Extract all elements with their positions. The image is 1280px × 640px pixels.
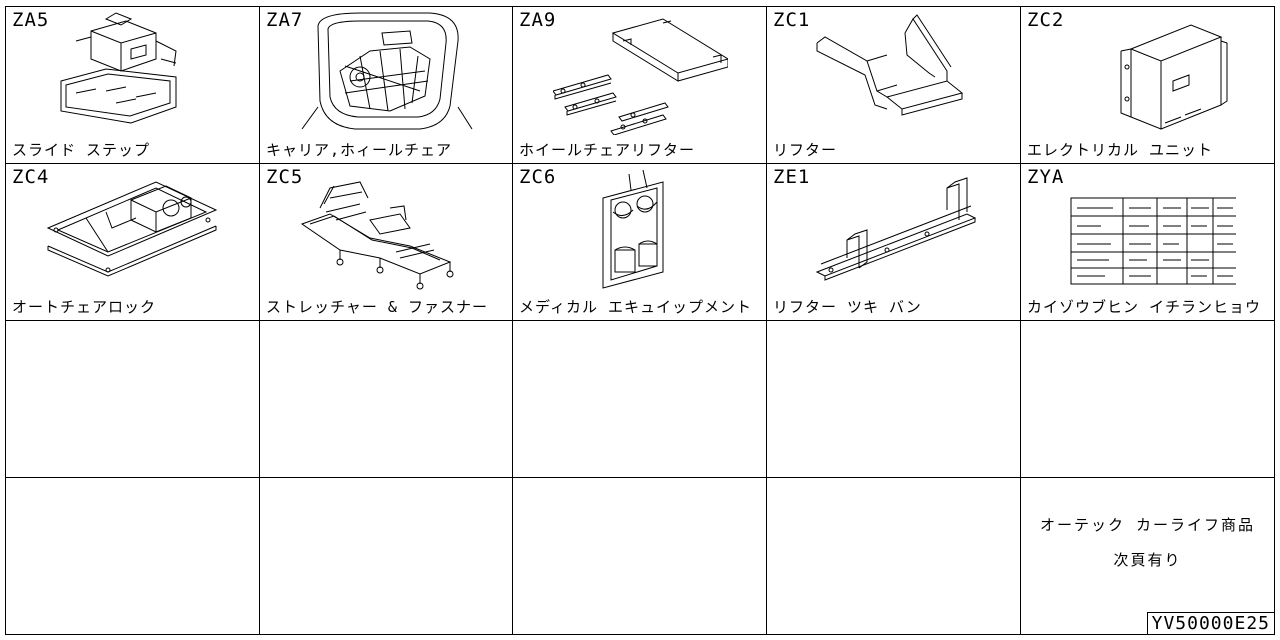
empty-cell	[1021, 321, 1274, 478]
reference-code: YV50000E25	[1146, 612, 1275, 635]
notes: オーテック カーライフ商品 次頁有り	[1021, 514, 1274, 584]
part-code: ZC1	[773, 9, 811, 31]
part-name: キャリア,ホィールチェア	[266, 141, 453, 159]
part-cell-zc5[interactable]: ZC5 ストレッチャー & ファスナー	[260, 164, 513, 321]
medical-equipment-illustration	[553, 168, 728, 292]
part-name: エレクトリカル ユニット	[1027, 141, 1214, 159]
part-code: ZA9	[519, 9, 557, 31]
part-code: ZC4	[12, 166, 50, 188]
part-cell-zya[interactable]: ZYA カイゾウブヒン イチランヒョウ	[1021, 164, 1274, 321]
part-code: ZA7	[266, 9, 304, 31]
parts-list-table-illustration	[1061, 168, 1236, 292]
lifter-van-illustration	[807, 168, 982, 292]
part-cell-za7[interactable]: ZA7 キャリア,ホィールチェア	[260, 7, 513, 164]
empty-cell	[260, 478, 513, 634]
part-name: リフター ツキ バン	[773, 298, 922, 316]
auto-chair-lock-illustration	[46, 168, 221, 292]
empty-cell	[513, 321, 767, 478]
notes-cell: オーテック カーライフ商品 次頁有り	[1021, 478, 1274, 634]
electrical-unit-illustration	[1061, 11, 1236, 135]
part-cell-zc1[interactable]: ZC1 リフター	[767, 7, 1021, 164]
wheelchair-lifter-illustration	[553, 11, 728, 135]
empty-cell	[6, 321, 260, 478]
part-code: ZE1	[773, 166, 811, 188]
part-cell-zc2[interactable]: ZC2 エレクトリカル ユニット	[1021, 7, 1274, 164]
part-name: カイゾウブヒン イチランヒョウ	[1027, 298, 1262, 316]
part-name: ストレッチャー & ファスナー	[266, 298, 488, 316]
part-cell-za9[interactable]: ZA9 ホイールチェアリフター	[513, 7, 767, 164]
part-code: ZA5	[12, 9, 50, 31]
part-code: ZC6	[519, 166, 557, 188]
lifter-illustration	[807, 11, 982, 135]
stretcher-fastener-illustration	[300, 168, 475, 292]
empty-cell	[6, 478, 260, 634]
part-cell-zc4[interactable]: ZC4 オートチェアロック	[6, 164, 260, 321]
part-cell-za5[interactable]: ZA5 スライド ステップ	[6, 7, 260, 164]
part-name: リフター	[773, 141, 838, 159]
part-name: メディカル エキュイップメント	[519, 298, 752, 316]
empty-cell	[260, 321, 513, 478]
note-autech-products: オーテック カーライフ商品	[1039, 516, 1256, 534]
part-name: オートチェアロック	[12, 298, 157, 316]
slide-step-illustration	[46, 11, 221, 135]
empty-cell	[767, 478, 1021, 634]
part-cell-zc6[interactable]: ZC6 メディカル エキュイップメント	[513, 164, 767, 321]
part-cell-ze1[interactable]: ZE1 リフター ツキ バン	[767, 164, 1021, 321]
empty-cell	[513, 478, 767, 634]
empty-cell	[767, 321, 1021, 478]
parts-index-grid: ZA5 スライド ステップ ZA7 キャリア,ホィールチェア ZA9	[5, 6, 1275, 635]
wheelchair-carrier-illustration	[300, 11, 475, 135]
part-code: ZC5	[266, 166, 304, 188]
part-name: ホイールチェアリフター	[519, 141, 696, 159]
part-code: ZC2	[1027, 9, 1065, 31]
note-continued-next-page[interactable]: 次頁有り	[1113, 551, 1182, 569]
part-name: スライド ステップ	[12, 141, 151, 159]
part-code: ZYA	[1027, 166, 1065, 188]
